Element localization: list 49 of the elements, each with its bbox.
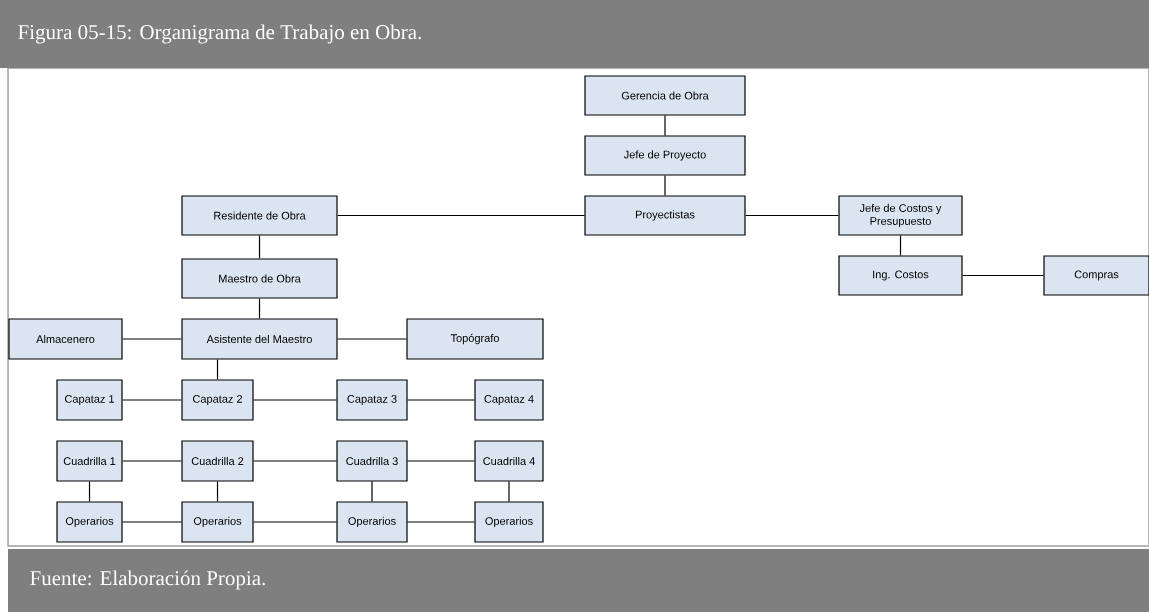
org-box: Capataz 4 — [474, 379, 544, 421]
org-box: Capataz 2 — [181, 379, 254, 421]
connector-line — [258, 235, 261, 259]
org-box: Operarios — [181, 501, 254, 543]
connector-line — [122, 460, 182, 462]
org-box: Almacenero — [8, 318, 123, 360]
connector-line — [216, 359, 219, 380]
org-box: Cuadrilla 1 — [56, 440, 123, 482]
connector-line — [88, 481, 91, 502]
connector-line — [745, 214, 839, 217]
org-box: Capataz 1 — [56, 379, 123, 421]
connector-line — [962, 274, 1044, 277]
connector-line — [253, 399, 337, 401]
org-box: Gerencia de Obra — [584, 75, 746, 116]
org-box: Maestro de Obra — [181, 258, 338, 299]
org-box: Compras — [1043, 255, 1149, 296]
org-box: Capataz 3 — [336, 379, 408, 421]
connector-line — [216, 481, 219, 502]
org-box: Operarios — [336, 501, 408, 543]
org-box: Asistente del Maestro — [181, 318, 338, 360]
org-box: Ing. Costos — [838, 255, 963, 296]
connector-line — [253, 460, 337, 462]
connector-line — [407, 460, 475, 462]
connector-line — [122, 521, 182, 523]
connector-line — [407, 399, 475, 401]
org-box: Residente de Obra — [181, 195, 338, 236]
connector-line — [899, 235, 902, 256]
connector-line — [508, 481, 510, 502]
connector-line — [122, 399, 182, 401]
connector-line — [337, 214, 585, 217]
connector-line — [337, 338, 407, 340]
org-box: Operarios — [474, 501, 544, 543]
org-box: Cuadrilla 2 — [181, 440, 254, 482]
caption-bar: Fuente: Elaboración Propia. — [8, 549, 1149, 612]
connector-line — [664, 175, 666, 196]
connector-line — [258, 298, 261, 319]
org-box: Jefe de Proyecto — [584, 135, 746, 176]
connector-line — [407, 521, 475, 523]
connector-line — [371, 481, 373, 502]
org-box: Cuadrilla 3 — [336, 440, 408, 482]
org-box: Topógrafo — [406, 318, 544, 360]
org-box: Cuadrilla 4 — [474, 440, 544, 482]
connector-line — [664, 115, 666, 136]
connector-line — [253, 521, 337, 523]
connector-line — [122, 338, 182, 340]
title-bar: Figura 05-15: Organigrama de Trabajo en Obra. — [0, 0, 1149, 68]
org-box: Jefe de Costos y Presupuesto — [838, 195, 963, 236]
org-box: Operarios — [56, 501, 123, 543]
org-box: Proyectistas — [584, 195, 746, 236]
